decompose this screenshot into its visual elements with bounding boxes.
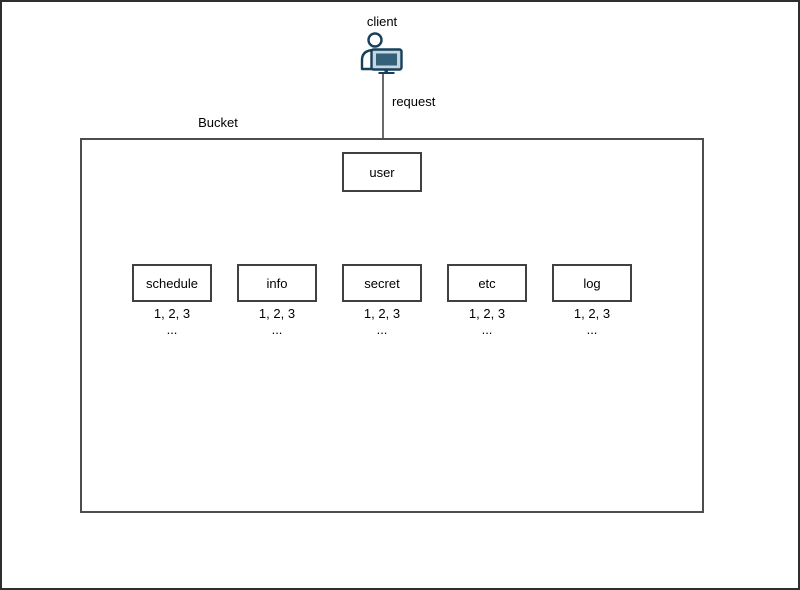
node-schedule-values: 1, 2, 3 <box>153 306 191 321</box>
node-log-values: 1, 2, 3 <box>573 306 611 321</box>
node-schedule: schedule <box>132 264 212 302</box>
request-arrow-label: request <box>392 94 436 109</box>
node-secret-values: 1, 2, 3 <box>363 306 401 321</box>
node-info-ellipsis: ... <box>271 322 283 337</box>
node-user: user <box>342 152 422 192</box>
node-secret: secret <box>342 264 422 302</box>
node-info-values: 1, 2, 3 <box>258 306 296 321</box>
client-label: client <box>366 14 398 29</box>
bucket-container <box>80 138 704 513</box>
node-info: info <box>237 264 317 302</box>
node-log-ellipsis: ... <box>586 322 598 337</box>
person-at-computer-icon <box>358 30 404 74</box>
bucket-label: Bucket <box>198 115 238 130</box>
node-log: log <box>552 264 632 302</box>
node-etc-ellipsis: ... <box>481 322 493 337</box>
node-etc-values: 1, 2, 3 <box>468 306 506 321</box>
node-secret-ellipsis: ... <box>376 322 388 337</box>
node-etc: etc <box>447 264 527 302</box>
node-schedule-ellipsis: ... <box>166 322 178 337</box>
